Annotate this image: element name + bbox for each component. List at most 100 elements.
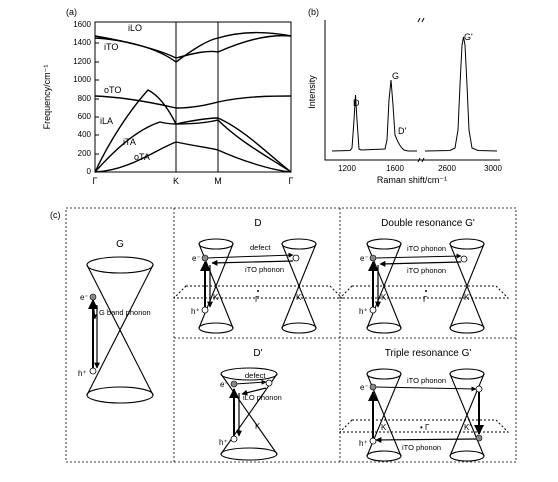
- g-dirac-cone: [86, 256, 154, 404]
- dp-title: D': [253, 348, 262, 359]
- dp-ilo-arrow: [241, 387, 267, 396]
- label-ito: iTO: [104, 42, 118, 52]
- d-gamma-label: Γ: [255, 295, 260, 304]
- g-process: G e⁻ h⁺ G band phonon: [78, 239, 154, 404]
- label-ilo: iLO: [128, 23, 142, 33]
- tr-phonon2-label: iTO phonon: [402, 443, 441, 452]
- tr-title: Triple resonance G': [385, 348, 472, 359]
- d-scatter-dot: [292, 254, 300, 262]
- d-brillouin-plane: [172, 285, 344, 299]
- label-oto: oTO: [104, 85, 121, 95]
- dp-scatter-dot: [265, 379, 273, 387]
- triple-resonance-process: Triple resonance G' iTO phonon: [338, 348, 510, 462]
- d-hole-label: h⁺: [191, 307, 200, 316]
- dr-gamma-dot: [425, 290, 427, 292]
- y-tick-labels: 0 200 400 600 800 1000 1200 1400 1600: [73, 20, 91, 176]
- g-phonon-label: G band phonon: [99, 308, 151, 317]
- tr-ito-arrow-1: [373, 386, 477, 392]
- ita-branch: [94, 117, 292, 173]
- y-tick-1600: 1600: [73, 20, 91, 29]
- tr-electron-label: e⁻: [360, 383, 369, 392]
- peak-gprime-label: G': [464, 32, 473, 42]
- panel-a: (a) Frequency/cm⁻¹ 0 200 400 600 800 100…: [42, 7, 294, 186]
- dp-hole-label: h⁺: [219, 438, 228, 447]
- d-electron-label: e⁻: [192, 254, 201, 263]
- peak-g-label: G: [392, 71, 399, 81]
- dr-scatter-dot: [460, 255, 468, 263]
- dr-phonon1-label: iTO phonon: [407, 244, 446, 253]
- dp-phonon-label: iLO phonon: [243, 393, 282, 402]
- x-tick-m: M: [214, 176, 222, 186]
- dp-hole-dot: [230, 435, 238, 443]
- y-tick-0: 0: [87, 167, 92, 176]
- ito-branch: [94, 31, 292, 63]
- label-ila: iLA: [100, 116, 113, 126]
- ilo-branch: [94, 34, 292, 59]
- dr-ito-arrow-2: [379, 260, 462, 267]
- y-tick-400: 400: [78, 130, 92, 139]
- branch-labels: iLO iTO oTO iLA iTA oTA: [100, 23, 150, 162]
- tr-kprime-label: K': [464, 423, 471, 432]
- d-cone-kprime: [281, 238, 317, 334]
- d-ito-arrow: [211, 259, 294, 266]
- d-hole-dot: [201, 306, 209, 314]
- y-tick-1400: 1400: [73, 38, 91, 47]
- y-tick-marks: [95, 42, 99, 155]
- tr-hole-label: h⁺: [359, 439, 368, 448]
- double-resonance-process: Double resonance G' iTO phonon i: [338, 218, 510, 334]
- y-tick-1000: 1000: [73, 75, 91, 84]
- g-electron-label: e⁻: [80, 293, 89, 302]
- raman-axes: [324, 20, 500, 161]
- g-phonon-emission-arrow: [92, 300, 97, 320]
- intensity-axis-label: Intensity: [307, 75, 317, 109]
- panel-c: (c) G e⁻ h⁺ G band phonon: [50, 207, 517, 463]
- dp-k-label: K: [255, 422, 261, 431]
- raman-spectrum-high: [424, 36, 498, 152]
- d-process: D defect iTO phonon e⁻: [172, 218, 344, 334]
- peak-d-label: D: [353, 98, 360, 108]
- dr-gamma-label: Γ: [423, 295, 428, 304]
- dp-dirac-cone: [220, 367, 278, 461]
- x-tick-2600: 2600: [438, 164, 456, 173]
- g-electron-dot: [89, 293, 97, 301]
- g-title: G: [116, 239, 124, 250]
- label-ota: oTA: [134, 152, 150, 162]
- label-ita: iTA: [123, 137, 136, 147]
- dr-hole-label: h⁺: [359, 307, 368, 316]
- dr-kprime-label: K': [464, 293, 471, 302]
- dprime-process: D' defect iLO phonon e⁻ h⁺ K: [219, 348, 282, 461]
- dp-defect-arrow: [234, 379, 267, 385]
- dr-hole-dot: [369, 306, 377, 314]
- tr-gamma-label: • Γ: [420, 423, 430, 432]
- y-tick-800: 800: [78, 94, 92, 103]
- x-tick-1600: 1600: [386, 164, 404, 173]
- tr-scatter-dot-2: [475, 434, 483, 442]
- axis-break-marks: [417, 17, 425, 163]
- ota-branch: [94, 141, 292, 173]
- d-kprime-label: K': [296, 293, 303, 302]
- d-k-label: K: [213, 293, 219, 302]
- d-defect-arrow: [205, 252, 294, 259]
- x-tick-gamma-2: Γ: [289, 176, 294, 186]
- dispersion-frame: [94, 21, 292, 173]
- d-title: D: [254, 218, 261, 229]
- k-path-labels: Γ K M Γ: [93, 176, 294, 186]
- d-gamma-dot: [257, 290, 259, 292]
- y-tick-1200: 1200: [73, 57, 91, 66]
- y-tick-600: 600: [78, 112, 92, 121]
- tr-brillouin-plane: [338, 419, 510, 433]
- tr-k-label: K: [381, 423, 387, 432]
- peak-dprime-label: D': [398, 126, 406, 136]
- panel-c-frame: [65, 207, 517, 463]
- dr-ito-arrow-1: [373, 253, 462, 259]
- x-tick-3000: 3000: [484, 164, 502, 173]
- dr-phonon2-label: iTO phonon: [407, 266, 446, 275]
- panel-c-boxes: [65, 207, 517, 463]
- g-hole-label: h⁺: [78, 369, 87, 378]
- tr-hole-dot: [369, 437, 377, 445]
- dr-electron-label: e⁻: [360, 254, 369, 263]
- dp-electron-label: e⁻: [220, 380, 229, 389]
- raman-shift-axis-label: Raman shift/cm⁻¹: [377, 175, 447, 185]
- x-tick-gamma-1: Γ: [93, 176, 98, 186]
